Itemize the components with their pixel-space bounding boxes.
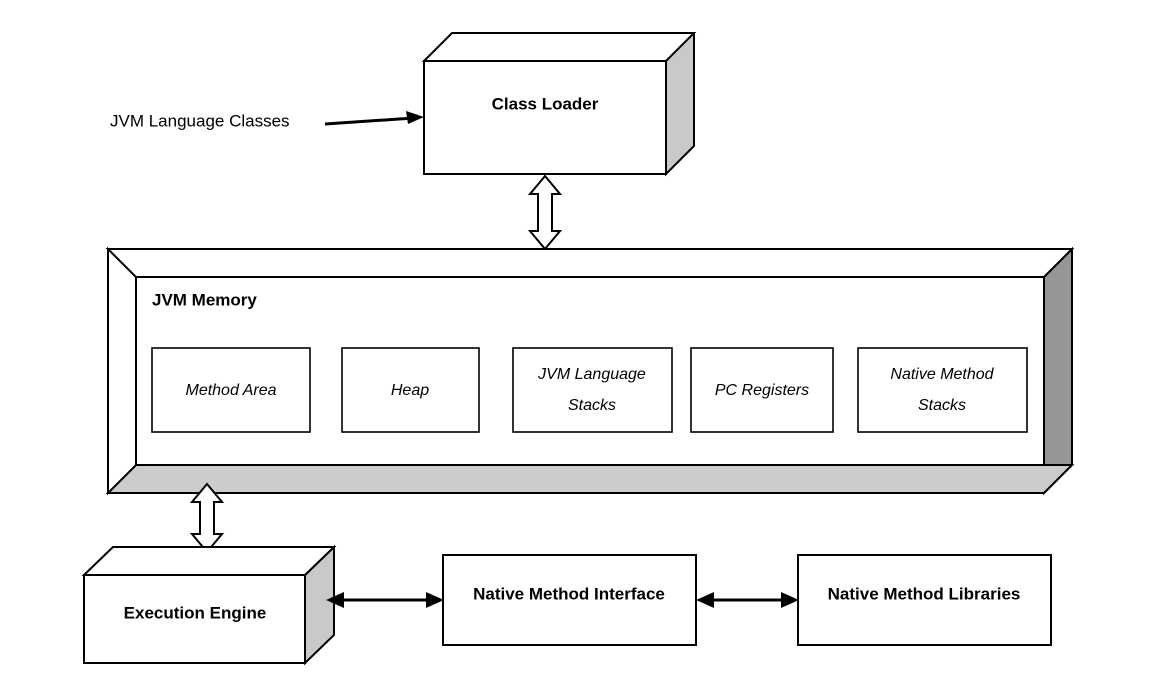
native-method-interface-label: Native Method Interface <box>473 584 665 603</box>
libraries-right-arrow-head <box>781 592 799 608</box>
memory-region-pc-registers[interactable]: PC Registers <box>690 347 834 433</box>
libraries-left-arrow-head <box>696 592 714 608</box>
execution-engine-box[interactable]: Execution Engine <box>81 544 337 666</box>
nmi-right-arrow-head <box>426 592 444 608</box>
input-arrow-line <box>324 116 415 126</box>
native-method-libraries-box[interactable]: Native Method Libraries <box>797 554 1052 646</box>
memory-region-method-area[interactable]: Method Area <box>151 347 311 433</box>
memory-region-label-line1: Native Method <box>890 366 994 383</box>
jvm-memory-box[interactable]: JVM Memory Method Area Heap JVM Language… <box>105 246 1075 496</box>
jvm-memory-bottom-face <box>105 464 1075 494</box>
memory-region-label: PC Registers <box>715 382 809 399</box>
class-loader-front-face <box>423 60 667 175</box>
memory-region-label-line2: Stacks <box>568 397 616 414</box>
jvm-memory-to-execution-engine-arrow <box>189 482 225 554</box>
jvm-language-classes-connector <box>324 111 424 126</box>
class-loader-to-jvm-memory-arrow <box>527 174 563 251</box>
nmi-to-libraries-connector <box>696 592 799 608</box>
jvm-memory-label: JVM Memory <box>152 290 257 309</box>
memory-region-label: Heap <box>391 382 429 399</box>
nmi-left-arrow-head <box>326 592 344 608</box>
memory-region-label: Method Area <box>185 382 276 399</box>
class-loader-box[interactable]: Class Loader <box>421 32 697 177</box>
memory-region-label-line1: JVM Language <box>537 366 646 383</box>
memory-region-jvm-language-stacks[interactable]: JVM Language Stacks <box>512 347 673 433</box>
native-method-interface-box[interactable]: Native Method Interface <box>442 554 697 646</box>
execution-engine-top-face <box>81 546 337 576</box>
input-arrow-head <box>406 111 424 124</box>
memory-region-label-line2: Stacks <box>918 397 966 414</box>
execution-engine-label: Execution Engine <box>124 603 267 622</box>
class-loader-label: Class Loader <box>492 94 599 113</box>
jvm-language-classes-label: JVM Language Classes <box>110 111 290 130</box>
execution-engine-to-nmi-connector <box>326 592 444 608</box>
native-method-libraries-label: Native Method Libraries <box>828 584 1021 603</box>
class-loader-top-face <box>421 32 697 62</box>
memory-region-heap[interactable]: Heap <box>341 347 480 433</box>
jvm-memory-top-face <box>105 248 1075 278</box>
memory-region-native-method-stacks[interactable]: Native Method Stacks <box>857 347 1028 433</box>
jvm-memory-left-face <box>107 246 137 496</box>
jvm-memory-side-face <box>1043 246 1073 496</box>
execution-engine-front-face <box>83 574 306 664</box>
